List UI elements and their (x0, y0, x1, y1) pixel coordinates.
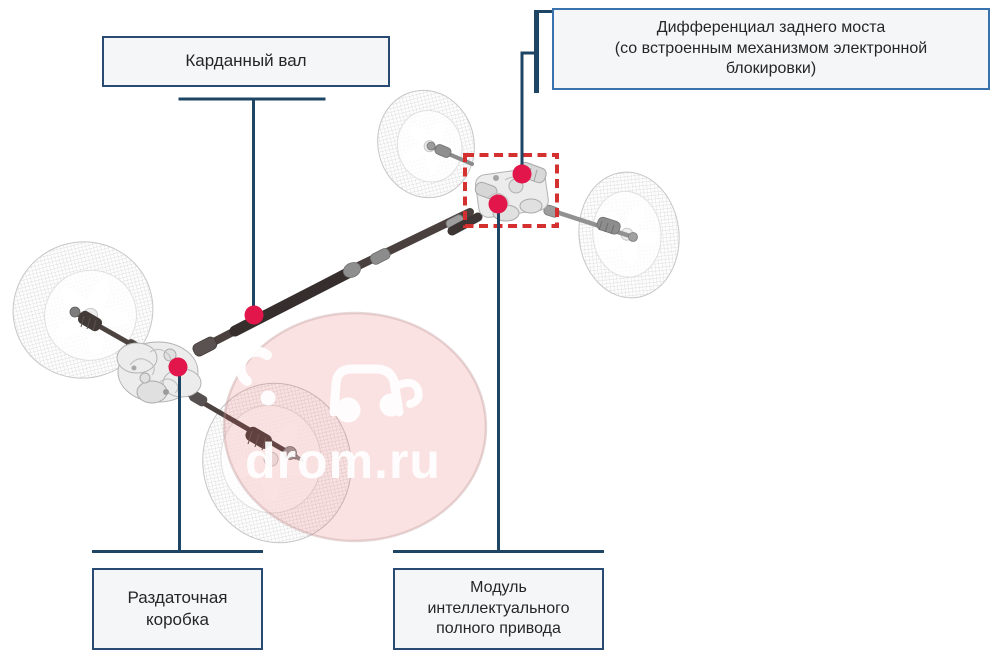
callout-connectors (92, 10, 604, 553)
callout-driveshaft-label: Карданный вал (185, 51, 307, 71)
drom-ru-watermark: drom.ru (222, 311, 488, 543)
wheel-front-left-icon (12, 241, 154, 379)
marker-dot-rear-diff-top (512, 164, 532, 184)
callout-awd-module-line1: Модуль (470, 578, 527, 596)
transfer-case-graphic (116, 341, 202, 404)
callout-rear-differential: Дифференциал заднего моста (со встроенны… (552, 8, 990, 90)
callout-awd-module-line3: полного привода (436, 620, 561, 638)
callout-rear-differential-line1: Дифференциал заднего моста (656, 18, 886, 36)
watermark-logo-icon (235, 346, 423, 423)
rear-differential-graphic (474, 161, 549, 222)
callout-transfer-case-line1: Раздаточная (127, 587, 228, 607)
front-right-axle-graphic (185, 390, 304, 462)
component-markers (168, 164, 532, 377)
callout-rear-differential-line3: блокировки) (725, 60, 817, 78)
marker-dot-rear-diff-bottom (488, 194, 508, 214)
highlight-dashed-box (463, 153, 559, 228)
watermark-text: drom.ru (245, 433, 441, 489)
wheel-rear-left-icon (377, 89, 475, 199)
callout-rear-differential-line2: (со встроенным механизмом электронной (614, 39, 928, 57)
callout-driveshaft: Карданный вал (102, 36, 390, 87)
marker-dot-transfer-case (168, 357, 188, 377)
callout-awd-module: Модуль интеллектуального полного привода (393, 568, 604, 650)
callout-awd-module-line2: интеллектуального (427, 599, 570, 617)
callout-transfer-case-line2: коробка (146, 610, 209, 629)
callout-transfer-case: Раздаточная коробка (92, 568, 263, 650)
marker-dot-driveshaft (244, 305, 264, 325)
rear-right-axle-graphic (543, 204, 638, 242)
